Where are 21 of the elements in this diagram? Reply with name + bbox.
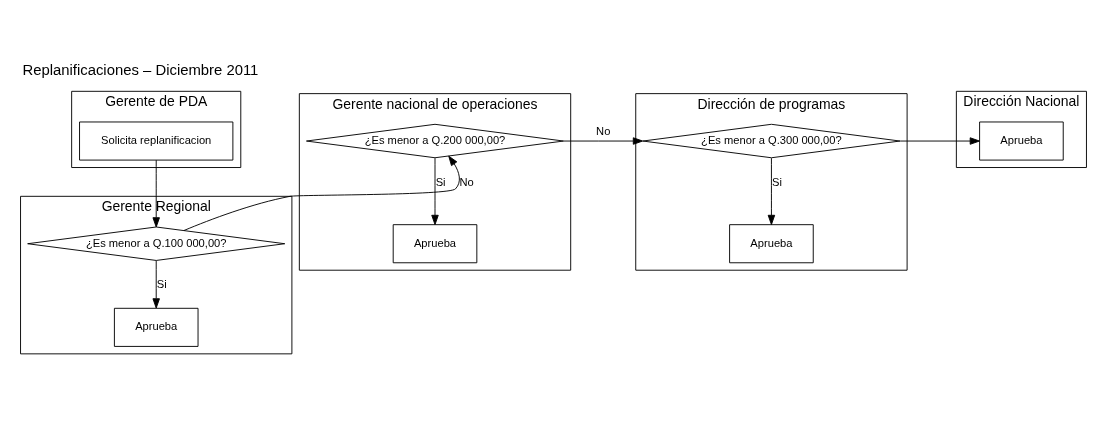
edge-label: No — [459, 175, 474, 188]
node-box: Solicita replanificacion — [79, 121, 234, 161]
arrow — [563, 137, 644, 145]
arrow — [152, 260, 160, 309]
edge-label: Si — [156, 278, 167, 291]
edge-label: Si — [435, 175, 446, 188]
diagram-title: Replanificaciones – Diciembre 2011 — [22, 62, 259, 79]
node-diamond: ¿Es menor a Q.300 000,00? — [642, 123, 901, 159]
arrow — [767, 157, 776, 226]
edge-label: No — [596, 125, 611, 138]
arrow — [431, 157, 439, 226]
node-box: Aprueba — [979, 121, 1064, 161]
edge-label: Si — [772, 175, 782, 188]
node-diamond: ¿Es menor a Q.200 000,00? — [306, 123, 565, 159]
arrow — [899, 137, 980, 145]
node-box: Aprueba — [392, 224, 478, 264]
arrow — [152, 159, 160, 228]
node-diamond: ¿Es menor a Q.100 000,00? — [27, 226, 286, 261]
arrow — [183, 155, 460, 231]
node-box: Aprueba — [113, 307, 199, 347]
node-box: Aprueba — [729, 224, 814, 264]
